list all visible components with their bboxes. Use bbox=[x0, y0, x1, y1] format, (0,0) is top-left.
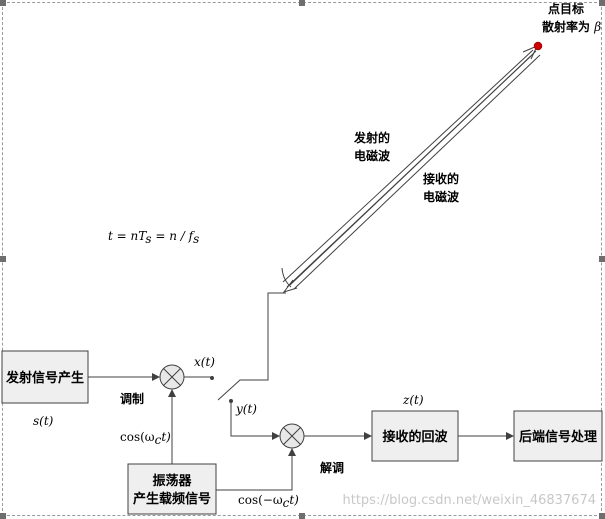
modulation-multiplier[interactable] bbox=[159, 364, 185, 390]
z-of-t-label: z(t) bbox=[402, 393, 424, 407]
oscillator-block[interactable] bbox=[127, 463, 217, 515]
received-echo-block[interactable] bbox=[371, 410, 459, 462]
s-of-t-label: s(t) bbox=[33, 414, 54, 428]
cos-neg-carrier-label: cos(−ωct) bbox=[238, 493, 299, 510]
oscillator-label-line1: 振荡器 bbox=[152, 473, 192, 489]
transmitted-wave-label-line2: 电磁波 bbox=[354, 148, 391, 163]
resize-handle-mid-left[interactable] bbox=[0, 256, 6, 262]
oscillator-to-multiplier2-arrow bbox=[216, 448, 296, 491]
transmitted-wave-label-line1: 发射的 bbox=[353, 130, 390, 145]
resize-handle-bottom-right[interactable] bbox=[599, 513, 605, 519]
received-echo-label: 接收的回波 bbox=[382, 429, 448, 445]
demodulation-label: 解调 bbox=[320, 460, 344, 475]
watermark-text: https://blog.csdn.net/weixin_46837674 bbox=[342, 493, 596, 508]
target-label-line1: 点目标 bbox=[548, 1, 584, 16]
resize-handle-mid-right[interactable] bbox=[599, 256, 605, 262]
resize-handle-top-left[interactable] bbox=[0, 0, 6, 6]
target-label-line2: 散射率为 β bbox=[542, 19, 601, 34]
resize-handle-top-center[interactable] bbox=[299, 0, 305, 6]
transmit-signal-label: 发射信号产生 bbox=[5, 370, 84, 386]
receive-wave-arrow bbox=[282, 50, 541, 293]
transmit-wave-arrow bbox=[282, 45, 538, 288]
oscillator-label-line2: 产生载频信号 bbox=[133, 491, 211, 507]
y-to-multiplier2-arrow bbox=[230, 401, 280, 440]
antenna-icon bbox=[281, 267, 292, 288]
point-target-dot bbox=[533, 41, 543, 51]
resize-handle-bottom-left[interactable] bbox=[0, 513, 6, 519]
received-wave-label-line1: 接收的 bbox=[423, 171, 459, 186]
resize-handle-top-right[interactable] bbox=[599, 0, 605, 6]
demodulation-multiplier[interactable] bbox=[279, 423, 305, 449]
time-equation: t = nTs = n / fs bbox=[108, 229, 199, 246]
switch-terminal-upper bbox=[210, 376, 214, 380]
resize-handle-bottom-center[interactable] bbox=[299, 513, 305, 519]
cos-carrier-label: cos(ωct) bbox=[120, 430, 171, 447]
x-of-t-label: x(t) bbox=[194, 355, 215, 369]
received-wave-label-line2: 电磁波 bbox=[423, 189, 460, 204]
post-processing-block[interactable] bbox=[513, 410, 603, 462]
antenna-feed-line bbox=[217, 292, 286, 401]
modulation-label: 调制 bbox=[120, 391, 144, 406]
y-of-t-label: y(t) bbox=[235, 402, 257, 416]
post-processing-label: 后端信号处理 bbox=[519, 429, 597, 445]
transmit-signal-block[interactable] bbox=[1, 350, 89, 404]
